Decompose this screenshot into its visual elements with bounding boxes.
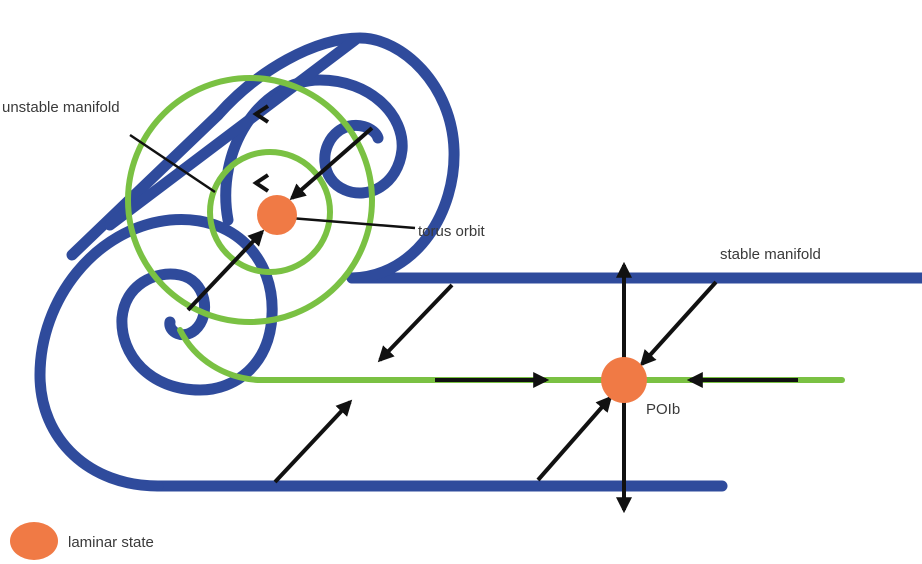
- poib-label: POIb: [646, 401, 680, 418]
- green-spiral-link: [177, 327, 261, 383]
- roll-tangent-lower: [104, 34, 361, 231]
- torus-orbit-point: [257, 195, 297, 235]
- unstable-manifold-label: unstable manifold: [2, 99, 120, 116]
- arrow-front-to-torus: [186, 229, 265, 312]
- arrow-channel-lower: [273, 399, 353, 484]
- arrow-spiral-to-torus: [289, 126, 374, 201]
- laminar-state-label: laminar state: [68, 534, 154, 551]
- leader-unstable-manifold: [129, 133, 216, 194]
- poib-point: [601, 357, 647, 403]
- back-spiral: [220, 74, 408, 226]
- arrow-to-poib-lower: [536, 395, 613, 482]
- front-roll: [34, 213, 278, 492]
- flow-arrows: [129, 104, 798, 514]
- leader-torus-orbit: [289, 216, 416, 230]
- roll-tangent-upper: [66, 109, 224, 261]
- arrow-channel-upper: [377, 283, 454, 363]
- stable-manifold-label: stable manifold: [720, 246, 821, 263]
- laminar-state-legend-marker: [10, 522, 58, 560]
- ring-arrow-inner: [252, 173, 270, 193]
- back-roll: [212, 32, 460, 284]
- stable-manifold-sheet: [34, 32, 922, 492]
- outer-green-ring: [125, 75, 375, 325]
- front-spiral: [116, 268, 278, 396]
- torus-orbit-label: torus orbit: [418, 223, 486, 240]
- inner-green-ring: [207, 149, 333, 275]
- arrow-to-poib-upper: [639, 280, 718, 367]
- ring-arrow-outer: [252, 104, 270, 124]
